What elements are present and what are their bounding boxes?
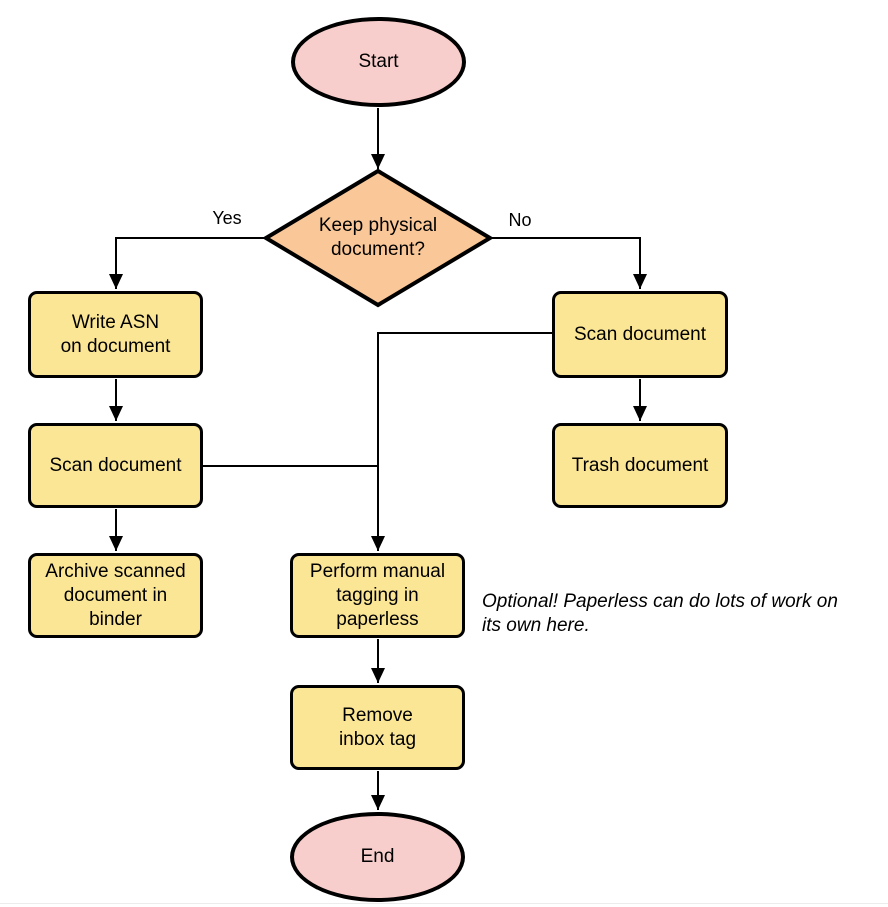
node-manual-tagging-label: Perform manual tagging in paperless	[309, 560, 446, 630]
node-decision-label: Keep physical document?	[286, 214, 470, 262]
node-scan-document-left-label: Scan document	[49, 454, 182, 476]
node-scan-document-right: Scan document	[552, 291, 728, 378]
decision-diamond-shape	[262, 168, 494, 308]
edge-decision-yes-to-write-asn	[109, 237, 265, 289]
node-write-asn: Write ASN on document	[28, 291, 203, 378]
decision-label-text: Keep physical document?	[318, 215, 438, 260]
node-archive-binder: Archive scanned document in binder	[28, 553, 203, 638]
node-trash-document: Trash document	[552, 423, 728, 508]
node-end: End	[290, 812, 465, 902]
node-trash-document-label: Trash document	[571, 454, 709, 476]
node-end-label: End	[360, 846, 395, 867]
node-write-asn-label: Write ASN on document	[60, 311, 171, 357]
annotation-optional-note: Optional! Paperless can do lots of work …	[482, 591, 838, 636]
edge-label-no: No	[508, 210, 532, 230]
node-start-label: Start	[358, 51, 399, 72]
node-remove-inbox-tag: Remove inbox tag	[290, 685, 465, 770]
edge-scan-right-to-tagging	[371, 332, 552, 551]
node-scan-document-right-label: Scan document	[573, 323, 707, 345]
bottom-divider	[0, 903, 888, 904]
edge-label-yes: Yes	[212, 208, 242, 228]
node-archive-binder-label: Archive scanned document in binder	[45, 560, 186, 630]
node-remove-inbox-tag-label: Remove inbox tag	[338, 704, 417, 750]
edge-decision-no-to-scan-right	[491, 237, 647, 289]
node-start: Start	[291, 17, 466, 107]
node-manual-tagging: Perform manual tagging in paperless	[290, 553, 465, 638]
node-scan-document-left: Scan document	[28, 423, 203, 508]
